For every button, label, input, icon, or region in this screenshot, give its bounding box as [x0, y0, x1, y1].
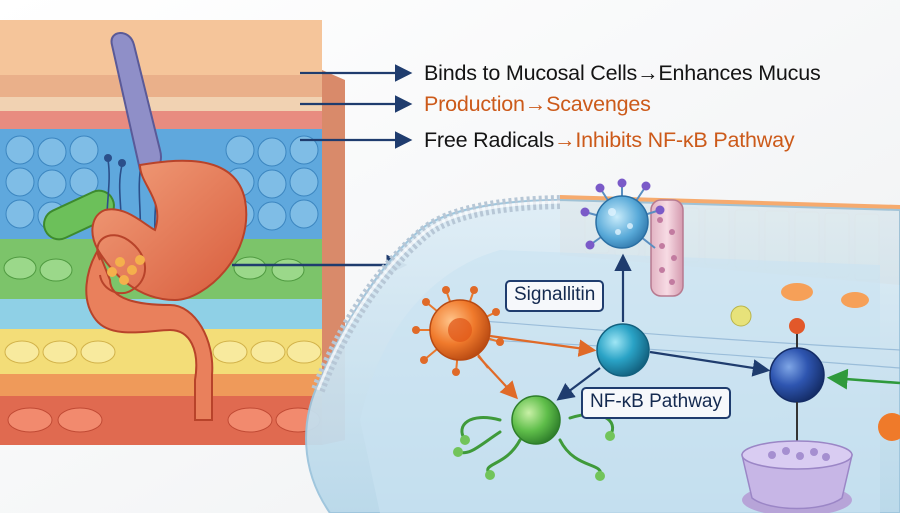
target-sphere: [769, 318, 825, 445]
green-protein-complex: [453, 395, 615, 481]
callout-line-3: Free Radicals→Inhibits NF-κB Pathway: [424, 128, 795, 152]
orange-capsule: [841, 292, 869, 308]
callout-line-1-arrow: →: [637, 61, 659, 85]
edge-orange-sphere: [878, 413, 900, 441]
callout-arrows: [300, 64, 413, 149]
small-yellow-sphere: [730, 305, 752, 327]
arrow-receptor-to-target: [649, 350, 771, 377]
arrow-agent-to-receptor: [489, 334, 597, 357]
callout-line-2-part-a: Production: [424, 92, 525, 116]
orange-agent-particle: [412, 286, 504, 376]
blue-virus-particle: [580, 178, 665, 250]
pathway-arrows: [477, 253, 900, 401]
callout-line-1-part-a: Binds to Mucosal Cells: [424, 61, 638, 85]
callout-line-3-arrow: →: [554, 128, 576, 152]
callout-line-3-part-a: Free Radicals: [424, 128, 555, 152]
callout-line-2-arrow: →: [524, 92, 547, 116]
arrow-receptor-to-complex: [556, 367, 601, 401]
callout-line-2: Production→Scavenges: [424, 92, 651, 116]
receptor-sphere: [596, 323, 650, 377]
purple-container: [741, 440, 853, 513]
orange-capsule: [781, 283, 813, 301]
arrow-incoming-green: [826, 368, 900, 390]
callout-line-1: Binds to Mucosal Cells→Enhances Mucus: [424, 61, 821, 85]
arrow-agent-to-complex: [477, 355, 518, 400]
stomach-organ: [85, 159, 248, 421]
callout-line-3-part-b: Inhibits NF-κB Pathway: [575, 128, 795, 152]
nf-kb-pathway-label: NF-κB Pathway: [581, 387, 731, 419]
callout-line-1-part-b: Enhances Mucus: [658, 61, 821, 85]
vesicle-tube: [650, 199, 684, 297]
signallitin-label: Signallitin: [505, 280, 605, 312]
callout-line-2-part-b: Scavenges: [546, 92, 651, 116]
